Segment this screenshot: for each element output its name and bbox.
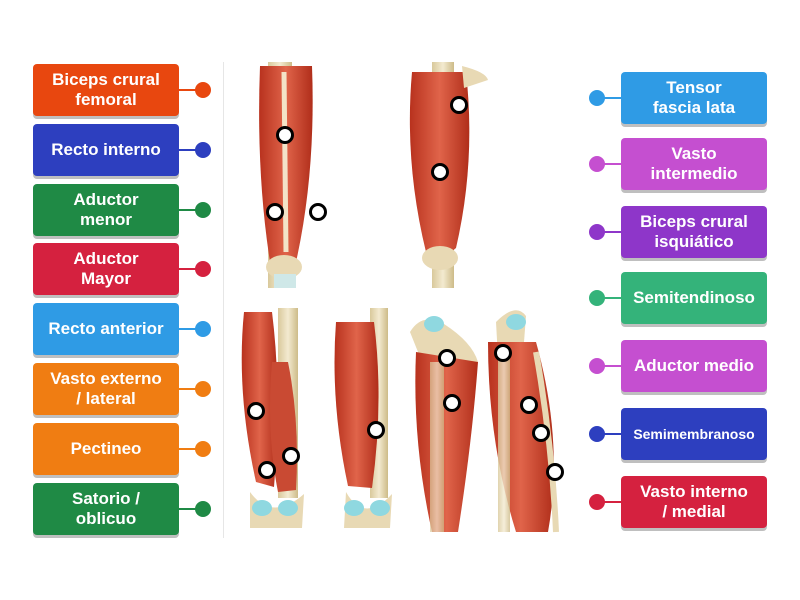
thigh-bottom-2 (334, 308, 392, 528)
left-label-1[interactable]: Biceps crural femoral (33, 64, 179, 116)
thigh-side-top-right (409, 62, 488, 288)
left-connector-8 (179, 508, 203, 510)
left-label-7[interactable]: Pectineo (33, 423, 179, 475)
pin-8[interactable] (258, 461, 276, 479)
pin-7[interactable] (282, 447, 300, 465)
left-label-2[interactable]: Recto interno (33, 124, 179, 176)
right-connector-dot-5[interactable] (589, 358, 605, 374)
right-label-5[interactable]: Aductor medio (621, 340, 767, 392)
anatomy-image (241, 62, 559, 533)
left-connector-5 (179, 328, 203, 330)
left-label-8[interactable]: Satorio / oblicuo (33, 483, 179, 535)
right-label-3[interactable]: Biceps crural isquiático (621, 206, 767, 258)
pin-6[interactable] (247, 402, 265, 420)
right-label-6[interactable]: Semimembranoso (621, 408, 767, 460)
left-connector-6 (179, 388, 203, 390)
pin-4[interactable] (450, 96, 468, 114)
right-connector-1 (597, 97, 621, 99)
left-connector-dot-1[interactable] (195, 82, 211, 98)
left-connector-dot-6[interactable] (195, 381, 211, 397)
pin-5[interactable] (431, 163, 449, 181)
left-label-3[interactable]: Aductor menor (33, 184, 179, 236)
left-connector-dot-8[interactable] (195, 501, 211, 517)
left-connector-3 (179, 209, 203, 211)
pin-9[interactable] (367, 421, 385, 439)
left-connector-dot-5[interactable] (195, 321, 211, 337)
right-connector-dot-3[interactable] (589, 224, 605, 240)
right-label-2[interactable]: Vasto intermedio (621, 138, 767, 190)
pin-10[interactable] (438, 349, 456, 367)
right-connector-dot-7[interactable] (589, 494, 605, 510)
right-label-4[interactable]: Semitendinoso (621, 272, 767, 324)
right-label-1[interactable]: Tensor fascia lata (621, 72, 767, 124)
left-connector-2 (179, 149, 203, 151)
right-connector-2 (597, 163, 621, 165)
thigh-front-top-left (259, 62, 313, 288)
right-connector-dot-2[interactable] (589, 156, 605, 172)
right-connector-dot-6[interactable] (589, 426, 605, 442)
right-connector-dot-1[interactable] (589, 90, 605, 106)
left-label-5[interactable]: Recto anterior (33, 303, 179, 355)
pin-1[interactable] (276, 126, 294, 144)
right-connector-4 (597, 297, 621, 299)
left-connector-1 (179, 89, 203, 91)
right-connector-7 (597, 501, 621, 503)
left-label-4[interactable]: Aductor Mayor (33, 243, 179, 295)
left-connector-dot-3[interactable] (195, 202, 211, 218)
pin-12[interactable] (494, 344, 512, 362)
divider (223, 62, 224, 538)
pin-2[interactable] (266, 203, 284, 221)
left-connector-4 (179, 268, 203, 270)
pin-15[interactable] (546, 463, 564, 481)
right-connector-dot-4[interactable] (589, 290, 605, 306)
pin-3[interactable] (309, 203, 327, 221)
left-connector-dot-4[interactable] (195, 261, 211, 277)
right-label-7[interactable]: Vasto interno / medial (621, 476, 767, 528)
left-connector-7 (179, 448, 203, 450)
right-connector-3 (597, 231, 621, 233)
left-label-6[interactable]: Vasto externo / lateral (33, 363, 179, 415)
right-connector-5 (597, 365, 621, 367)
left-connector-dot-2[interactable] (195, 142, 211, 158)
hip-bottom-4 (488, 310, 559, 533)
pin-13[interactable] (520, 396, 538, 414)
left-connector-dot-7[interactable] (195, 441, 211, 457)
pin-14[interactable] (532, 424, 550, 442)
pin-11[interactable] (443, 394, 461, 412)
right-connector-6 (597, 433, 621, 435)
